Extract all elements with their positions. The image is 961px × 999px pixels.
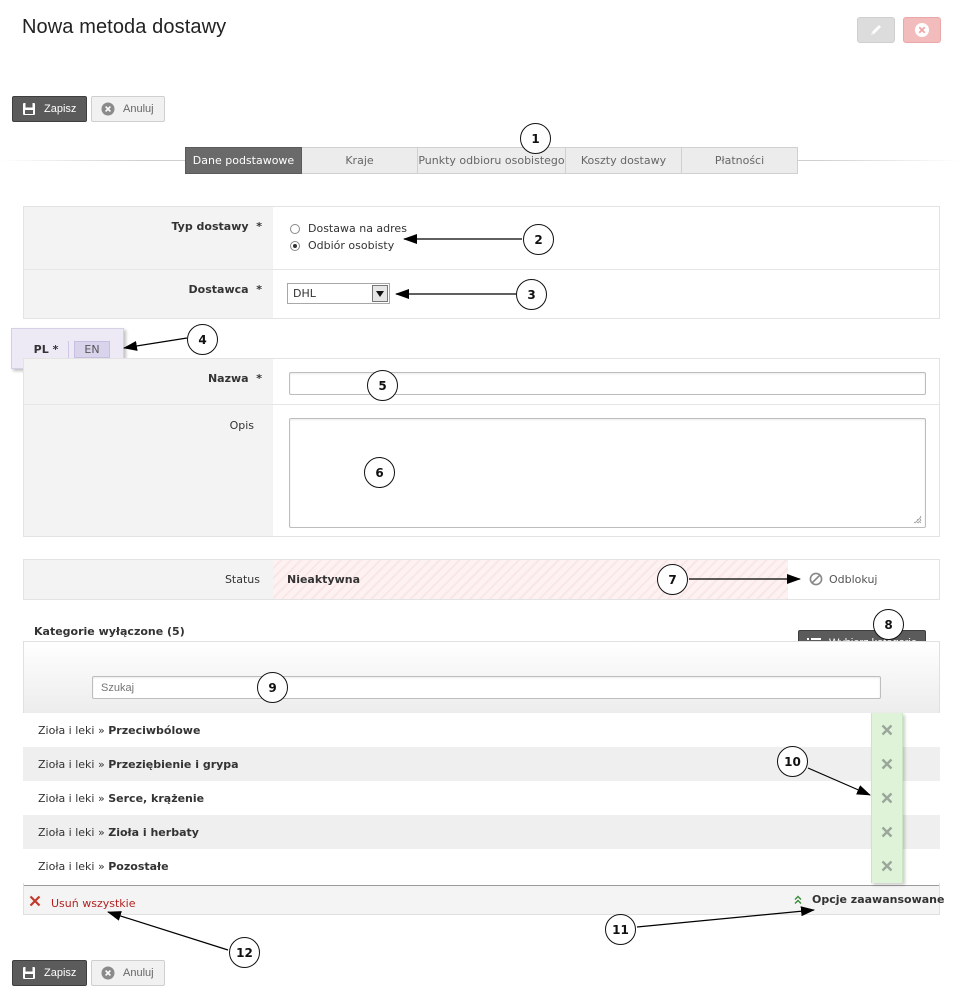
delivery-type-label: Typ dostawy * [171,220,262,233]
category-row: Zioła i leki » Przeciwbólowe [23,713,940,747]
cancel-button[interactable]: Anuluj [91,96,165,122]
remove-category-button[interactable] [872,713,902,747]
arrow-4 [123,337,188,351]
category-search-input[interactable] [92,676,881,699]
categories-footer [24,886,939,914]
callout-5: 5 [367,370,398,401]
status-value: Nieaktywna [287,573,361,586]
remove-category-button[interactable] [872,815,902,849]
tab-basic-data[interactable]: Dane podstawowe [185,147,302,174]
callout-4: 4 [187,324,218,355]
cancel-circle-icon [101,966,115,980]
floppy-disk-icon [22,966,36,980]
chevron-down-icon [372,285,388,302]
tab-pickup-points[interactable]: Punkty odbioru osobistego [418,147,566,174]
callout-3: 3 [516,279,547,310]
remove-category-button[interactable] [872,849,902,883]
close-icon [881,724,893,736]
page-title: Nowa metoda dostawy [22,16,227,38]
radio-button[interactable] [290,223,300,234]
tab-delivery-costs[interactable]: Koszty dostawy [566,147,682,174]
remove-category-button[interactable] [872,747,902,781]
arrow-12 [107,911,229,951]
blocked-icon [809,572,823,586]
excluded-categories-header: Kategorie wyłączone (5) [34,625,185,638]
name-label: Nazwa * [207,372,262,385]
floppy-disk-icon [22,102,36,116]
category-row: Zioła i leki » Zioła i herbaty [23,815,940,849]
radio-delivery-address[interactable]: Dostawa na adres [290,222,407,235]
callout-1: 1 [520,123,551,154]
callout-9: 9 [257,672,288,703]
callout-6: 6 [364,457,395,488]
supplier-select[interactable]: DHL [287,283,390,304]
close-icon [29,895,41,906]
description-textarea[interactable] [289,418,926,528]
callout-2: 2 [523,224,554,255]
save-button[interactable]: Zapisz [12,96,88,122]
tab-bar: Dane podstawowe Kraje Punkty odbioru oso… [185,147,798,174]
pencil-icon [871,25,881,35]
cancel-button-bottom[interactable]: Anuluj [91,960,165,986]
remove-category-button[interactable] [872,781,902,815]
delivery-settings-panel [23,206,940,319]
save-button-label: Zapisz [44,103,77,115]
status-label: Status [224,573,260,586]
category-row: Zioła i leki » Pozostałe [23,849,940,883]
save-button-bottom[interactable]: Zapisz [12,960,88,986]
tab-countries[interactable]: Kraje [302,147,418,174]
tab-payments[interactable]: Płatności [682,147,798,174]
callout-7: 7 [657,564,688,595]
radio-personal-pickup[interactable]: Odbiór osobisty [290,239,394,252]
remove-column [871,713,903,883]
description-label: Opis [229,419,254,432]
supplier-label: Dostawca * [188,283,262,296]
callout-12: 12 [229,937,260,968]
close-circle-icon [915,23,929,37]
category-row: Zioła i leki » Serce, krążenie [23,781,940,815]
callout-8: 8 [873,609,904,640]
close-icon [881,826,893,838]
edit-button[interactable] [857,17,895,43]
advanced-options-link[interactable]: Opcje zaawansowane [794,893,944,906]
close-icon [881,792,893,804]
name-input[interactable] [289,372,926,395]
callout-10: 10 [777,746,808,777]
remove-all-link[interactable]: Usuń wszystkie [29,891,135,910]
double-chevron-up-icon [794,895,802,904]
lang-tab-pl[interactable]: PL * [33,343,59,356]
cancel-button-label: Anuluj [123,103,154,115]
close-icon [881,860,893,872]
unblock-link[interactable]: Odblokuj [809,572,877,586]
callout-11: 11 [605,914,636,945]
cancel-circle-icon [101,102,115,116]
lang-tab-en[interactable]: EN [74,341,110,358]
close-button[interactable] [903,17,941,43]
radio-button-checked[interactable] [290,240,300,251]
close-icon [881,758,893,770]
resize-handle-icon[interactable] [912,514,922,524]
